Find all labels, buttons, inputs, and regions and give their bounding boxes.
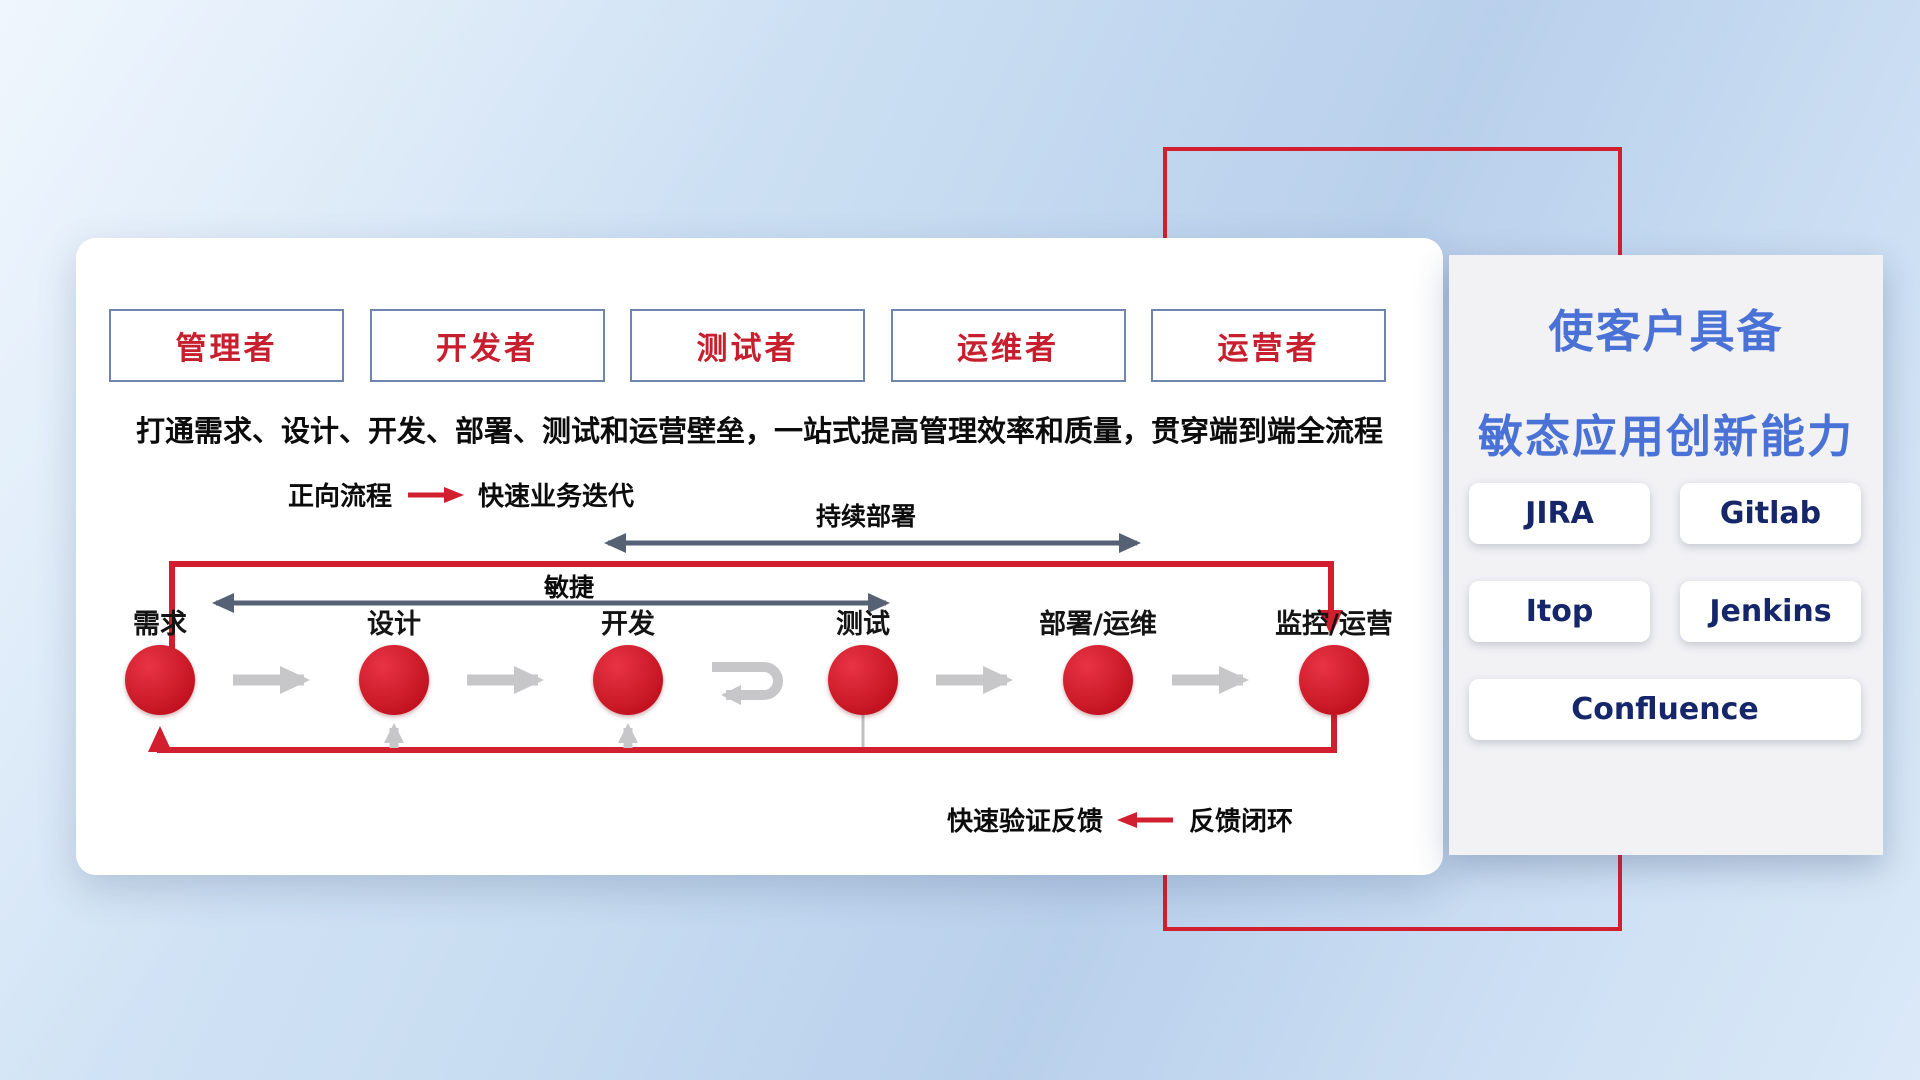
legend-forward-label: 正向流程 bbox=[288, 482, 393, 512]
legend-forward-value: 快速业务迭代 bbox=[478, 482, 635, 512]
capability-panel: 使客户具备 敏态应用创新能力 JIRA Gitlab Itop Jenkins … bbox=[1449, 255, 1883, 855]
continuous-deploy-label: 持续部署 bbox=[815, 502, 916, 531]
role-operator-label: 运营者 bbox=[1217, 331, 1320, 367]
panel-title-line2: 敏态应用创新能力 bbox=[1477, 410, 1854, 463]
forward-loop-line bbox=[169, 561, 1343, 653]
role-tester-label: 测试者 bbox=[696, 331, 799, 367]
stage-node-requirements bbox=[125, 645, 195, 715]
role-tester: 测试者 bbox=[630, 309, 865, 382]
legend-feedback: 快速验证反馈 反馈闭环 bbox=[947, 801, 1293, 838]
forward-arrow-icon bbox=[408, 486, 465, 503]
stage-node-monitor-operation bbox=[1299, 645, 1369, 715]
legend-feedback-label: 反馈闭环 bbox=[1189, 807, 1294, 837]
role-manager: 管理者 bbox=[109, 309, 344, 382]
feedback-loop-line bbox=[148, 715, 1337, 753]
stage-node-development bbox=[593, 645, 663, 715]
tool-itop: Itop bbox=[1469, 581, 1650, 642]
stage-node-deploy-ops bbox=[1063, 645, 1133, 715]
tool-gitlab: Gitlab bbox=[1680, 483, 1861, 544]
panel-title: 使客户具备 敏态应用创新能力 bbox=[1449, 295, 1883, 465]
role-developer-label: 开发者 bbox=[436, 331, 538, 367]
stage-node-design bbox=[359, 645, 429, 715]
flow-connectors bbox=[148, 533, 1343, 753]
role-row: 管理者 开发者 测试者 运维者 运营者 bbox=[109, 309, 1386, 382]
feedback-arrow-icon bbox=[1117, 811, 1174, 828]
stage-label-development: 开发 bbox=[601, 609, 655, 640]
role-developer: 开发者 bbox=[369, 309, 605, 382]
role-ops: 运维者 bbox=[890, 309, 1126, 382]
devops-workflow-card: 管理者 开发者 测试者 运维者 运营者 打通需求、设计、开发、部署、测试和运营壁… bbox=[76, 238, 1443, 875]
stage-node-testing bbox=[828, 645, 898, 715]
workflow-subtitle: 打通需求、设计、开发、部署、测试和运营壁垒，一站式提高管理效率和质量，贯穿端到端… bbox=[135, 414, 1383, 448]
role-operator: 运营者 bbox=[1151, 309, 1386, 382]
panel-title-line1: 使客户具备 bbox=[1548, 305, 1784, 358]
stage-label-requirements: 需求 bbox=[133, 609, 187, 640]
legend-feedback-value: 快速验证反馈 bbox=[947, 807, 1104, 837]
iteration-uturn-icon bbox=[712, 662, 783, 705]
stage-label-monitor-operation: 监控/运营 bbox=[1275, 609, 1393, 640]
role-ops-label: 运维者 bbox=[957, 331, 1059, 367]
stage-label-testing: 测试 bbox=[836, 609, 890, 640]
stage-label-design: 设计 bbox=[367, 609, 421, 640]
legend-forward: 正向流程 快速业务迭代 bbox=[288, 476, 634, 513]
stage-label-deploy-ops: 部署/运维 bbox=[1039, 609, 1157, 640]
role-manager-label: 管理者 bbox=[175, 331, 278, 367]
tool-jira: JIRA bbox=[1469, 483, 1650, 544]
tool-jenkins: Jenkins bbox=[1680, 581, 1861, 642]
tool-grid: JIRA Gitlab Itop Jenkins Confluence bbox=[1469, 483, 1861, 740]
tool-confluence: Confluence bbox=[1469, 679, 1861, 740]
